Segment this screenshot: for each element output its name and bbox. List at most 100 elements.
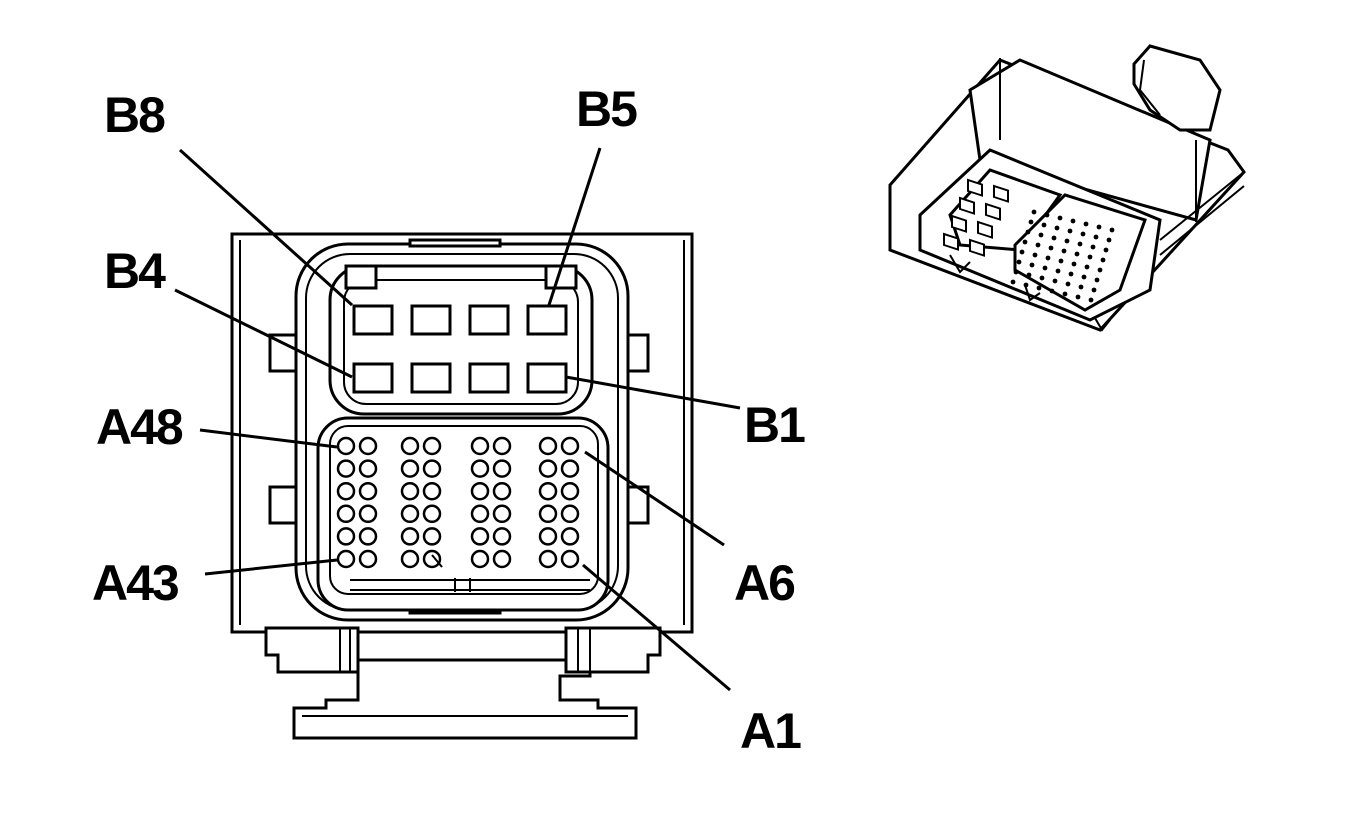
a-cavity <box>470 549 490 569</box>
a-cavity <box>400 459 420 478</box>
a-cavity <box>422 527 442 546</box>
a-cavity <box>422 549 442 569</box>
a-cavity <box>538 504 558 524</box>
a-section-block <box>316 416 610 612</box>
a-cavity <box>492 436 512 456</box>
iso-a-cavity <box>1051 235 1057 241</box>
leader-b8 <box>178 148 354 307</box>
iso-a-cavities <box>1010 209 1115 303</box>
b-cavity-grid <box>352 304 568 394</box>
iso-a-cavity <box>1029 262 1035 268</box>
a-cavity <box>400 436 420 456</box>
a-cavity <box>538 436 558 456</box>
iso-a-cavity <box>1090 244 1096 250</box>
a-cavity <box>538 549 558 569</box>
a-cavity <box>492 481 512 501</box>
iso-a-cavity <box>1081 274 1087 280</box>
iso-a-cavity <box>1025 229 1031 235</box>
iso-b-cavity <box>967 178 983 197</box>
a-cavity <box>400 549 420 569</box>
iso-b-cavity <box>969 238 985 257</box>
a-cavity <box>470 504 490 524</box>
a-cavity <box>492 459 512 478</box>
iso-a-cavity <box>1077 241 1083 247</box>
iso-a-cavity <box>1049 288 1055 294</box>
iso-a-cavity <box>1075 294 1081 300</box>
a-cavity <box>422 436 442 456</box>
iso-a-cavity <box>1093 234 1099 240</box>
a-cavity <box>358 549 378 569</box>
iso-a-cavity <box>1036 285 1042 291</box>
iso-a-cavity <box>1061 248 1067 254</box>
iso-a-cavity <box>1016 259 1022 265</box>
leader-b1 <box>565 375 741 410</box>
a-cavity <box>400 504 420 524</box>
a-cavity <box>492 549 512 569</box>
pin-labels: B8 B5 B4 B1 A48 A43 A6 A1 <box>92 81 807 759</box>
iso-a-cavity <box>1042 265 1048 271</box>
a-cavity <box>336 459 356 478</box>
a-cavity <box>336 504 356 524</box>
iso-a-cavity <box>1055 268 1061 274</box>
iso-a-cavity <box>1109 227 1115 233</box>
a-cavity <box>470 459 490 478</box>
a-cavity <box>560 504 580 524</box>
iso-a-cavity <box>1078 284 1084 290</box>
iso-b-cavity <box>943 232 959 251</box>
iso-a-cavity <box>1039 275 1045 281</box>
iso-a-cavity <box>1062 291 1068 297</box>
label-b1: B1 <box>744 397 805 453</box>
iso-a-cavity <box>1022 239 1028 245</box>
plugged-cavity-mark <box>431 554 443 568</box>
iso-a-cavity <box>1106 237 1112 243</box>
iso-a-cavity <box>1067 228 1073 234</box>
iso-a-cavity <box>1091 287 1097 293</box>
iso-b-cavity <box>959 196 975 215</box>
leader-a48 <box>199 428 338 449</box>
b-cavity <box>468 362 510 394</box>
iso-a-cavity <box>1054 225 1060 231</box>
a-cavity <box>560 481 580 501</box>
a-cavity <box>470 481 490 501</box>
a-cavity <box>336 527 356 546</box>
iso-a-cavity <box>1094 277 1100 283</box>
b-cavity <box>526 304 568 336</box>
a-cavity <box>492 504 512 524</box>
a-cavity <box>358 459 378 478</box>
a-cavity <box>400 481 420 501</box>
iso-a-cavity <box>1083 221 1089 227</box>
label-a6: A6 <box>734 555 794 611</box>
iso-a-cavity <box>1074 251 1080 257</box>
left-latch-lower <box>268 485 298 525</box>
a-cavity <box>336 436 356 456</box>
iso-a-cavity <box>1028 219 1034 225</box>
connector-face-view <box>230 232 694 740</box>
iso-a-cavity <box>1088 297 1094 303</box>
b-cavity <box>526 362 568 394</box>
iso-a-cavity <box>1080 231 1086 237</box>
iso-a-cavity <box>1096 224 1102 230</box>
iso-b-cavity <box>977 220 993 239</box>
iso-b-cavity <box>985 202 1001 221</box>
label-b5: B5 <box>576 81 637 137</box>
a-cavity <box>358 481 378 501</box>
leader-a1 <box>582 563 731 692</box>
a-cavity <box>358 436 378 456</box>
a-cavity <box>470 436 490 456</box>
iso-a-cavity <box>1070 218 1076 224</box>
b-cavity <box>410 362 452 394</box>
iso-a-cavity <box>1057 215 1063 221</box>
a-cavity <box>358 527 378 546</box>
iso-a-cavity <box>1052 278 1058 284</box>
iso-a-cavity <box>1038 232 1044 238</box>
iso-a-cavity <box>1048 245 1054 251</box>
b-cavity <box>468 304 510 336</box>
iso-a-cavity <box>1100 257 1106 263</box>
iso-a-cavity <box>1097 267 1103 273</box>
a-cavity <box>538 459 558 478</box>
a-cavity <box>538 481 558 501</box>
leader-a6 <box>584 450 725 547</box>
b-cavity <box>352 304 394 336</box>
a-cavity <box>470 527 490 546</box>
connector-isometric-view <box>888 44 1246 332</box>
